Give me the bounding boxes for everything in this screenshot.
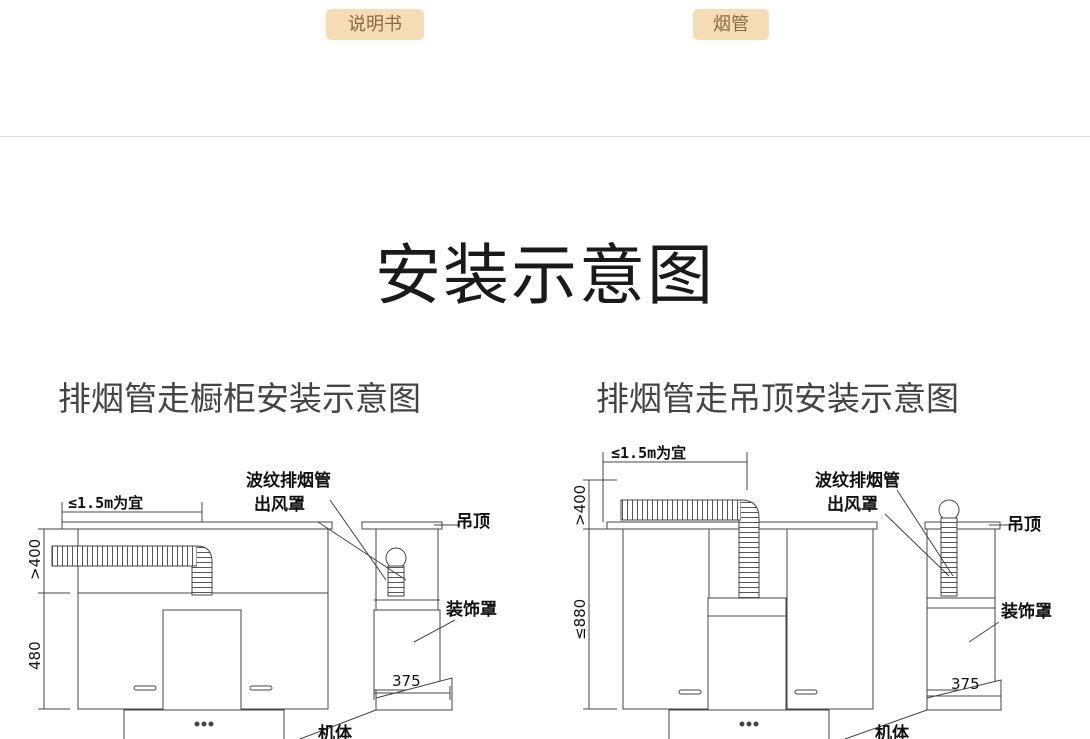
outlet-label: 出风罩	[827, 494, 878, 515]
section-title: 安装示意图	[375, 237, 715, 314]
section-divider	[0, 136, 1090, 137]
pipe-tab[interactable]: 烟管	[693, 9, 769, 40]
ceiling-top-plate	[924, 521, 1001, 530]
hood-chimney	[707, 597, 787, 711]
hood-body	[123, 709, 285, 739]
cabinet-install-diagram: ≤1.5m为宜 波纹排烟管 出风罩 吊顶 装饰罩 375 >400 480 机体	[26, 470, 497, 739]
hood-chimney	[162, 609, 242, 711]
decor-cover	[926, 607, 996, 691]
cover-label: 装饰罩	[445, 599, 497, 620]
ceiling-install-diagram: ≤1.5m为宜 波纹排烟管 出风罩 吊顶 装饰罩 375 >400 ≤880 机…	[571, 444, 1052, 739]
ceiling-top-plate	[361, 521, 443, 530]
span-limit-label: ≤1.5m为宜	[611, 444, 686, 462]
width-dim-label: 375	[392, 672, 421, 690]
pipe-outlet	[938, 499, 960, 521]
outlet-label: 出风罩	[254, 494, 305, 515]
decor-cover	[373, 609, 441, 691]
body-label: 机体	[875, 723, 910, 739]
horizontal-pipe	[620, 499, 742, 521]
pipe-outlet	[385, 547, 407, 569]
corrugated-pipe-label: 波纹排烟管	[246, 470, 331, 491]
ceiling-install-subtitle: 排烟管走吊顶安装示意图	[596, 379, 959, 418]
cabinet-install-subtitle: 排烟管走橱柜安装示意图	[58, 379, 421, 418]
mid-height-label: 480	[26, 641, 44, 670]
top-height-label: >400	[571, 485, 589, 526]
ceiling-label: 吊顶	[456, 512, 490, 532]
ceiling-label: 吊顶	[1007, 515, 1041, 535]
corrugated-pipe-label: 波纹排烟管	[815, 470, 900, 491]
span-limit-label: ≤1.5m为宜	[68, 494, 143, 512]
manual-tab[interactable]: 说明书	[326, 9, 424, 40]
ceiling-board	[61, 521, 333, 530]
body-label: 机体	[318, 723, 353, 739]
width-dim-label: 375	[951, 675, 980, 693]
horizontal-pipe	[51, 545, 198, 567]
mid-height-label: ≤880	[571, 599, 589, 640]
top-height-label: >400	[26, 539, 44, 580]
cover-label: 装饰罩	[1000, 601, 1052, 622]
